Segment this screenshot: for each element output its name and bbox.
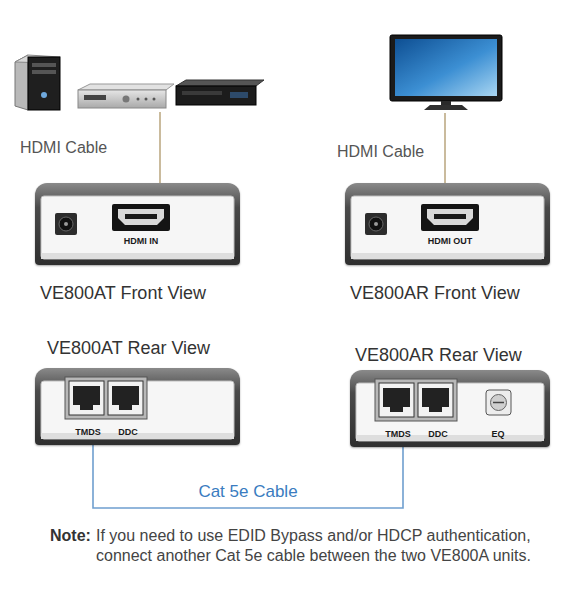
- media-player-part: [182, 91, 222, 95]
- power-jack-pin: [374, 222, 378, 226]
- panel-face: [356, 383, 544, 441]
- computer-tower-part: [15, 55, 28, 110]
- transmitter-front-panel: HDMI INVE800AT Front View: [35, 183, 240, 265]
- power-jack-socket: [369, 217, 383, 231]
- dvd-player-part: [137, 98, 140, 101]
- dvd-player-part: [123, 96, 130, 103]
- panel-illustration: [35, 183, 240, 265]
- rj45-jack-body: [379, 383, 414, 417]
- view-title: VE800AR Rear View: [355, 345, 522, 366]
- eq-knob: [486, 390, 511, 415]
- port-label: DDC: [428, 429, 448, 439]
- media-player-part: [176, 80, 264, 86]
- computer-tower-part: [41, 92, 47, 98]
- rj45-jack-body: [418, 383, 453, 417]
- power-jack: [365, 213, 387, 235]
- power-jack: [55, 213, 77, 235]
- dvd-player-part: [78, 84, 174, 90]
- dvd-player-part: [145, 98, 148, 101]
- receiver-front-panel: HDMI OUTVE800AR Front View: [345, 183, 550, 265]
- rj45-port-frame: [375, 379, 457, 421]
- computer-tower-part: [32, 63, 56, 67]
- cable-label: Cat 5e Cable: [195, 482, 300, 502]
- media-player-part: [230, 92, 248, 98]
- panel-shade: [41, 253, 234, 259]
- port-label: EQ: [491, 429, 504, 439]
- rj45-jack-body: [69, 381, 104, 415]
- rj45-jack-opening: [112, 386, 139, 410]
- eq-knob-slot: [493, 402, 504, 404]
- panel-illustration: [345, 183, 550, 265]
- hdmi-port-pins: [434, 214, 466, 219]
- transmitter-rear-panel: VE800AT Rear ViewTMDSDDC: [35, 368, 240, 445]
- television-part: [395, 39, 497, 96]
- panel-face: [41, 381, 234, 439]
- panel-shade: [356, 435, 544, 441]
- view-title: VE800AT Front View: [40, 283, 206, 304]
- television-part: [424, 105, 468, 110]
- media-player: [176, 80, 264, 105]
- view-title: VE800AT Rear View: [47, 338, 210, 359]
- receiver-rear-panel: VE800AR Rear ViewTMDSDDCEQ: [350, 370, 550, 447]
- note-heading: Note:: [50, 526, 91, 546]
- hdmi-port-body: [421, 204, 479, 231]
- cat5e-cable: [93, 445, 403, 508]
- rj45-jack-opening: [422, 388, 449, 412]
- panel-shade: [351, 253, 544, 259]
- power-jack-body: [365, 213, 387, 235]
- dvd-player: [78, 84, 174, 108]
- rj45-port-block: [375, 379, 457, 421]
- hdmi-cable-line-part: [159, 112, 161, 183]
- dvd-player-part: [153, 98, 156, 101]
- note-text: If you need to use EDID Bypass and/or HD…: [96, 526, 556, 566]
- hdmi-port-body: [112, 204, 170, 231]
- eq-knob-dial: [491, 395, 507, 411]
- hdmi-port: [112, 204, 170, 231]
- rj45-jack-opening: [383, 388, 410, 412]
- port-label: TMDS: [75, 427, 101, 437]
- panel-face: [351, 196, 544, 259]
- port-label: DDC: [118, 427, 138, 437]
- power-jack-body: [55, 213, 77, 235]
- port-label: HDMI IN: [124, 236, 159, 246]
- television-part: [390, 35, 502, 101]
- rj45-jack: [69, 381, 104, 415]
- eq-knob-frame: [486, 390, 511, 415]
- rj45-jack: [108, 381, 143, 415]
- computer-tower-part: [32, 70, 56, 74]
- computer-tower: [15, 55, 60, 110]
- hdmi-port: [421, 204, 479, 231]
- rj45-jack: [379, 383, 414, 417]
- port-label: TMDS: [385, 429, 411, 439]
- dvd-player-part: [84, 95, 106, 100]
- power-jack-pin: [64, 222, 68, 226]
- rj45-jack-opening: [73, 386, 100, 410]
- computer-tower-part: [28, 57, 60, 110]
- hdmi-port-opening: [118, 209, 164, 225]
- hdmi-port-pins: [125, 214, 157, 219]
- hdmi-port-opening: [427, 209, 473, 225]
- view-title: VE800AR Front View: [350, 283, 520, 304]
- panel-face: [41, 196, 234, 259]
- rj45-port-frame: [65, 377, 147, 419]
- power-jack-socket: [59, 217, 73, 231]
- cable-label: HDMI Cable: [337, 143, 424, 161]
- television: [390, 35, 502, 110]
- rj45-jack: [418, 383, 453, 417]
- panel-illustration: [350, 370, 550, 447]
- media-player-part: [176, 86, 256, 105]
- cable-label: HDMI Cable: [20, 139, 107, 157]
- port-label: HDMI OUT: [428, 236, 473, 246]
- hdmi-cable-line-part: [444, 113, 446, 183]
- dvd-player-part: [78, 90, 166, 108]
- rj45-jack-body: [108, 381, 143, 415]
- rj45-port-block: [65, 377, 147, 419]
- hdmi-cable-line: [160, 112, 445, 183]
